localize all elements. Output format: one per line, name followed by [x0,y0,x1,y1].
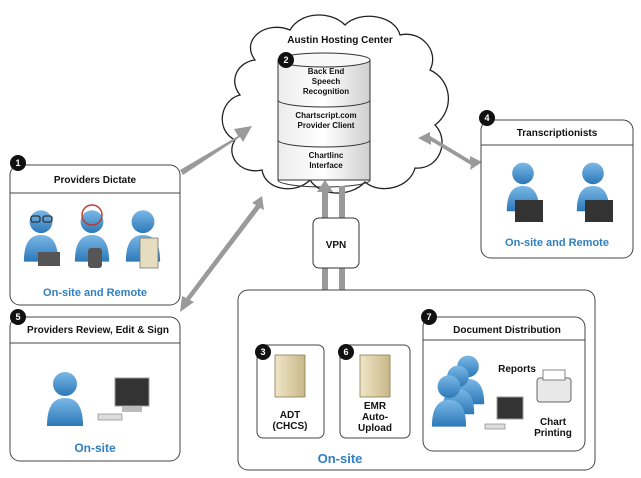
desk-phone-icon [38,252,60,266]
providers-review-panel: 5 Providers Review, Edit & Sign On-site [9,309,181,462]
vpn-box: VPN [312,217,360,269]
badge-4 [479,110,495,126]
keyboard-icon [97,413,123,421]
providers-review-title: Providers Review, Edit & Sign [27,325,169,336]
providers-dictate-title: Providers Dictate [54,175,137,186]
arrow-dictate-to-cloud [180,126,252,175]
providers-dictate-location: On-site and Remote [43,287,147,299]
adt-box: 3 ADT (CHCS) [255,344,325,439]
adt-sublabel: (CHCS) [273,421,308,432]
vpn-label: VPN [326,240,347,251]
computer-tower-icon [139,237,159,269]
emr-label-line3: Upload [358,423,392,434]
document-distribution-box: 7 Document Distribution Reports Chart Pr… [421,309,586,452]
monitor-icon [496,396,524,420]
svg-text:1: 1 [15,158,20,168]
svg-text:2: 2 [283,55,288,65]
svg-text:4: 4 [484,113,489,123]
onsite-panel: On-site 3 ADT (CHCS) 6 EMR Auto- Upload … [237,289,596,471]
monitor-icon [114,377,150,407]
badge-3 [255,344,271,360]
providers-dictate-panel: 1 Providers Dictate On-site and Remote [9,155,181,306]
server-icon [359,354,391,398]
providers-review-location: On-site [74,441,116,455]
arrow-cloud-transcriptionists [418,132,482,170]
emr-label: EMR [364,401,387,412]
layer-client-line1: Chartscript.com [295,111,356,120]
laptop-icon [515,200,543,222]
badge-6 [338,344,354,360]
distribution-title: Document Distribution [453,325,561,336]
headset-icon [81,204,103,226]
layer-interface-line1: Chartlinc [309,151,344,160]
layer-interface-line2: Interface [309,161,343,170]
emr-box: 6 EMR Auto- Upload [338,344,411,439]
transcriptionists-panel: 4 Transcriptionists On-site and Remote [479,110,634,259]
printer-icon [536,377,572,403]
chart-printing-label: Chart [540,417,567,428]
glasses-icon [30,215,41,223]
layer-speech-line1: Back End [308,67,345,76]
transcriptionists-location: On-site and Remote [505,237,609,249]
chart-printing-label-line2: Printing [534,428,572,439]
transcriptionists-title: Transcriptionists [517,128,598,139]
onsite-label: On-site [318,451,363,466]
badge-5 [10,309,26,325]
adt-label: ADT [280,410,301,421]
vpn-arrow-up-head [317,180,333,192]
laptop-icon [585,200,613,222]
server-icon [274,354,306,398]
reports-label: Reports [498,364,536,375]
hosting-center-title: Austin Hosting Center [287,35,393,46]
svg-text:7: 7 [426,312,431,322]
emr-label-line2: Auto- [362,412,388,423]
badge-2 [278,52,294,68]
keyboard-icon [484,423,506,430]
layer-speech-line2: Speech [312,77,341,86]
badge-7 [421,309,437,325]
handheld-recorder-icon [88,248,102,268]
layer-speech-line3: Recognition [303,87,349,96]
arrow-cloud-review [180,196,264,312]
server-stack: Back End Speech Recognition Chartscript.… [277,52,371,188]
layer-client-line2: Provider Client [298,121,355,130]
svg-text:6: 6 [343,347,348,357]
svg-text:5: 5 [15,312,20,322]
badge-1 [10,155,26,171]
svg-text:3: 3 [260,347,265,357]
